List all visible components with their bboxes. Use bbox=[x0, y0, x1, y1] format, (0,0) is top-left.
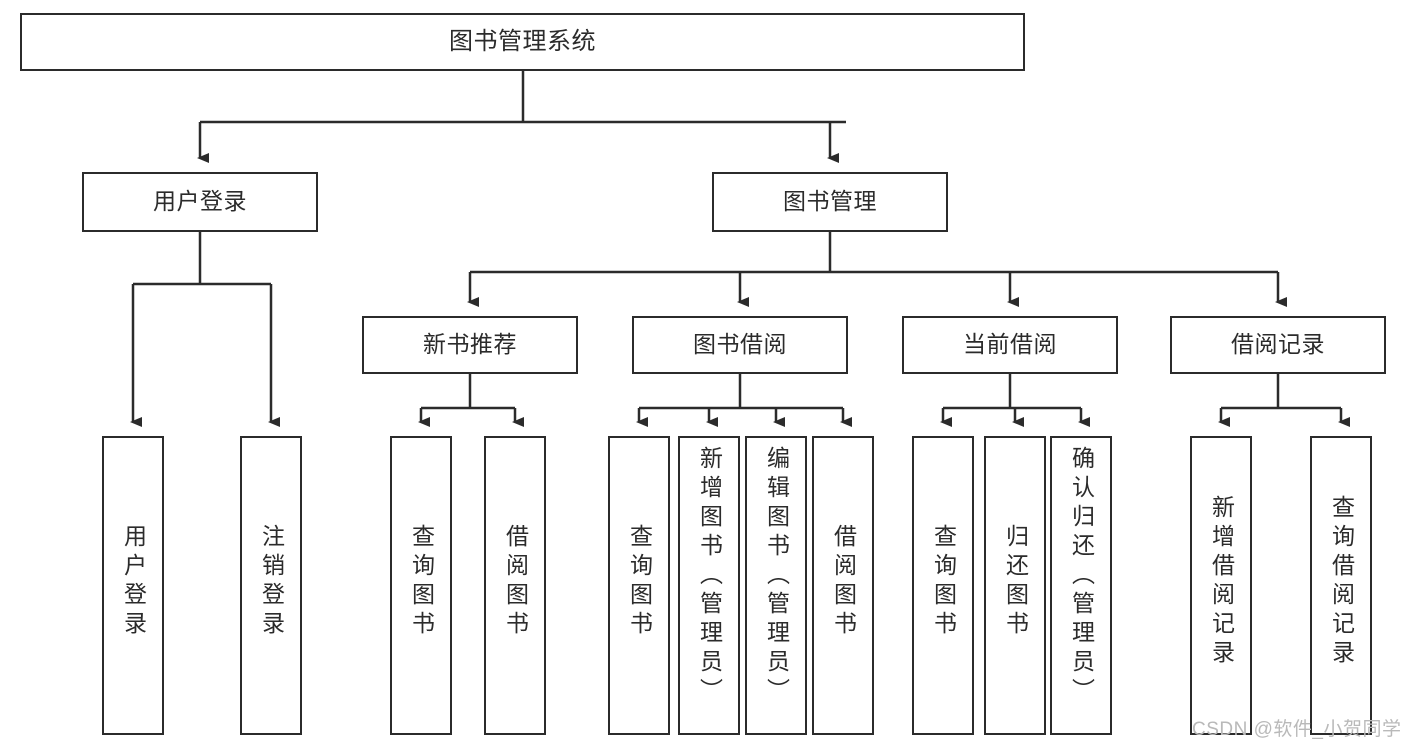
node-leaf-borrow-book-2[interactable]: 借阅图书 bbox=[812, 436, 874, 735]
node-leaf-borrow-book-1[interactable]: 借阅图书 bbox=[484, 436, 546, 735]
node-leaf-add-borrow-record-label: 新增借阅记录 bbox=[1208, 494, 1235, 669]
node-leaf-return-book[interactable]: 归还图书 bbox=[984, 436, 1046, 735]
node-leaf-logout[interactable]: 注销登录 bbox=[240, 436, 302, 735]
node-leaf-query-book-1[interactable]: 查询图书 bbox=[390, 436, 452, 735]
node-leaf-add-borrow-record[interactable]: 新增借阅记录 bbox=[1190, 436, 1252, 735]
node-leaf-borrow-book-1-label: 借阅图书 bbox=[502, 523, 529, 640]
node-book-borrow-label: 图书借阅 bbox=[693, 331, 787, 358]
node-current-borrow-label: 当前借阅 bbox=[963, 331, 1057, 358]
node-user-login-label: 用户登录 bbox=[153, 188, 247, 215]
node-leaf-add-book-admin-label: 新增图书（管理员） bbox=[696, 446, 723, 707]
node-leaf-edit-book-admin-label: 编辑图书（管理员） bbox=[763, 446, 790, 707]
node-leaf-query-book-1-label: 查询图书 bbox=[408, 523, 435, 640]
node-leaf-confirm-return-admin[interactable]: 确认归还（管理员） bbox=[1050, 436, 1112, 735]
node-root-label: 图书管理系统 bbox=[449, 27, 596, 55]
node-user-login[interactable]: 用户登录 bbox=[82, 172, 318, 232]
node-leaf-query-book-2-label: 查询图书 bbox=[626, 523, 653, 640]
node-leaf-add-book-admin[interactable]: 新增图书（管理员） bbox=[678, 436, 740, 735]
node-leaf-user-login-label: 用户登录 bbox=[120, 523, 147, 640]
node-leaf-query-borrow-record-label: 查询借阅记录 bbox=[1328, 494, 1355, 669]
node-book-borrow[interactable]: 图书借阅 bbox=[632, 316, 848, 374]
node-root[interactable]: 图书管理系统 bbox=[20, 13, 1025, 71]
csdn-watermark: CSDN @软件_小贺同学 bbox=[1192, 719, 1402, 740]
node-new-book-recommend-label: 新书推荐 bbox=[423, 331, 517, 358]
node-leaf-logout-label: 注销登录 bbox=[258, 523, 285, 640]
node-leaf-query-borrow-record[interactable]: 查询借阅记录 bbox=[1310, 436, 1372, 735]
node-current-borrow[interactable]: 当前借阅 bbox=[902, 316, 1118, 374]
node-leaf-return-book-label: 归还图书 bbox=[1002, 523, 1029, 640]
node-leaf-query-book-2[interactable]: 查询图书 bbox=[608, 436, 670, 735]
node-new-book-recommend[interactable]: 新书推荐 bbox=[362, 316, 578, 374]
node-leaf-query-book-3-label: 查询图书 bbox=[930, 523, 957, 640]
node-leaf-user-login[interactable]: 用户登录 bbox=[102, 436, 164, 735]
node-leaf-edit-book-admin[interactable]: 编辑图书（管理员） bbox=[745, 436, 807, 735]
node-book-manage[interactable]: 图书管理 bbox=[712, 172, 948, 232]
node-book-manage-label: 图书管理 bbox=[783, 188, 877, 215]
node-leaf-confirm-return-admin-label: 确认归还（管理员） bbox=[1068, 446, 1095, 707]
node-borrow-record-label: 借阅记录 bbox=[1231, 331, 1325, 358]
node-leaf-borrow-book-2-label: 借阅图书 bbox=[830, 523, 857, 640]
node-borrow-record[interactable]: 借阅记录 bbox=[1170, 316, 1386, 374]
node-leaf-query-book-3[interactable]: 查询图书 bbox=[912, 436, 974, 735]
